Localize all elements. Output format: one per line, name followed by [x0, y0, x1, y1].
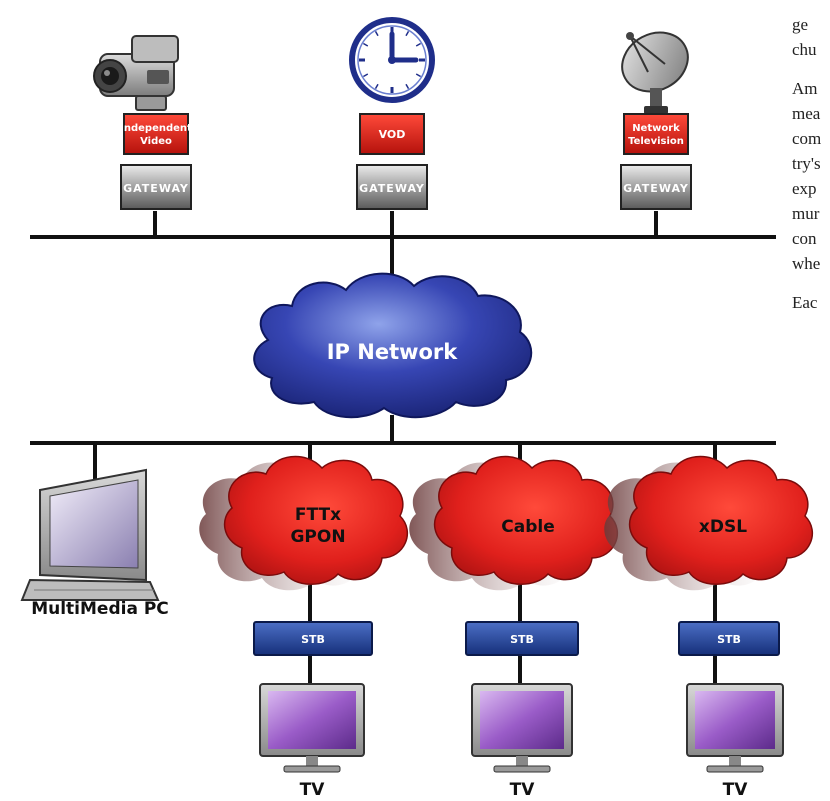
tv-label: TV	[300, 780, 326, 800]
access-label-line-2: GPON	[290, 527, 345, 547]
body-line: mea	[792, 104, 821, 123]
source-label-box-vod: VOD	[359, 113, 425, 155]
body-line: con	[792, 229, 817, 248]
gateway-box: GATEWAY	[620, 164, 692, 210]
source-label-line-1: VOD	[379, 128, 406, 141]
source-label-line-1: Network	[632, 123, 680, 134]
source-label-line-2: Television	[628, 136, 684, 147]
stb-box: STB	[253, 621, 373, 656]
tv-label: TV	[723, 780, 749, 800]
body-line: chu	[792, 40, 817, 59]
pc-label: MultiMedia PC	[31, 599, 169, 619]
tv-icon	[471, 683, 573, 773]
gateway-label: GATEWAY	[359, 182, 425, 195]
body-paragraph: Am mea com try's exp mur con whe	[792, 76, 830, 276]
stb-label: STB	[717, 633, 741, 646]
tv-icon	[686, 683, 784, 773]
body-line: try's	[792, 154, 821, 173]
ip-network-cloud: IP Network	[253, 272, 533, 419]
gateway-box: GATEWAY	[356, 164, 428, 210]
body-paragraph: ge chu	[792, 12, 830, 62]
source-label-box-independent-video: Independent Video	[120, 113, 192, 155]
clipped-body-text: ge chu Am mea com try's exp mur con whe …	[792, 12, 830, 329]
body-line: ge	[792, 15, 809, 34]
body-line: mur	[792, 204, 820, 223]
gateway-label: GATEWAY	[623, 182, 689, 195]
connection-lines	[30, 211, 776, 685]
tv-label: TV	[510, 780, 536, 800]
access-label-line-1: xDSL	[699, 517, 747, 537]
gateway-label: GATEWAY	[123, 182, 189, 195]
body-line: exp	[792, 179, 817, 198]
access-cloud-fttx-gpon: FTTx GPON	[199, 455, 409, 591]
camcorder-icon	[93, 35, 179, 111]
access-label-line-1: FTTx	[295, 505, 341, 525]
body-line: Am	[792, 79, 818, 98]
access-cloud-cable: Cable	[409, 455, 619, 591]
access-label-line-1: Cable	[501, 517, 554, 537]
multimedia-pc-icon	[20, 468, 160, 601]
body-paragraph: Eac	[792, 290, 830, 315]
satellite-dish-icon	[621, 31, 689, 114]
gateway-box: GATEWAY	[120, 164, 192, 210]
clock-icon	[349, 17, 435, 103]
source-label-box-network-television: Network Television	[623, 113, 689, 155]
body-line: Eac	[792, 293, 818, 312]
access-cloud-xdsl: xDSL	[604, 455, 814, 591]
body-line: com	[792, 129, 822, 148]
stb-label: STB	[510, 633, 534, 646]
source-label-line-2: Video	[140, 136, 172, 147]
tv-icon	[259, 683, 365, 773]
ip-network-label: IP Network	[327, 340, 459, 364]
stb-box: STB	[465, 621, 579, 656]
stb-box: STB	[678, 621, 780, 656]
stb-label: STB	[301, 633, 325, 646]
body-line: whe	[792, 254, 821, 273]
source-label-line-1: Independent	[120, 123, 192, 134]
